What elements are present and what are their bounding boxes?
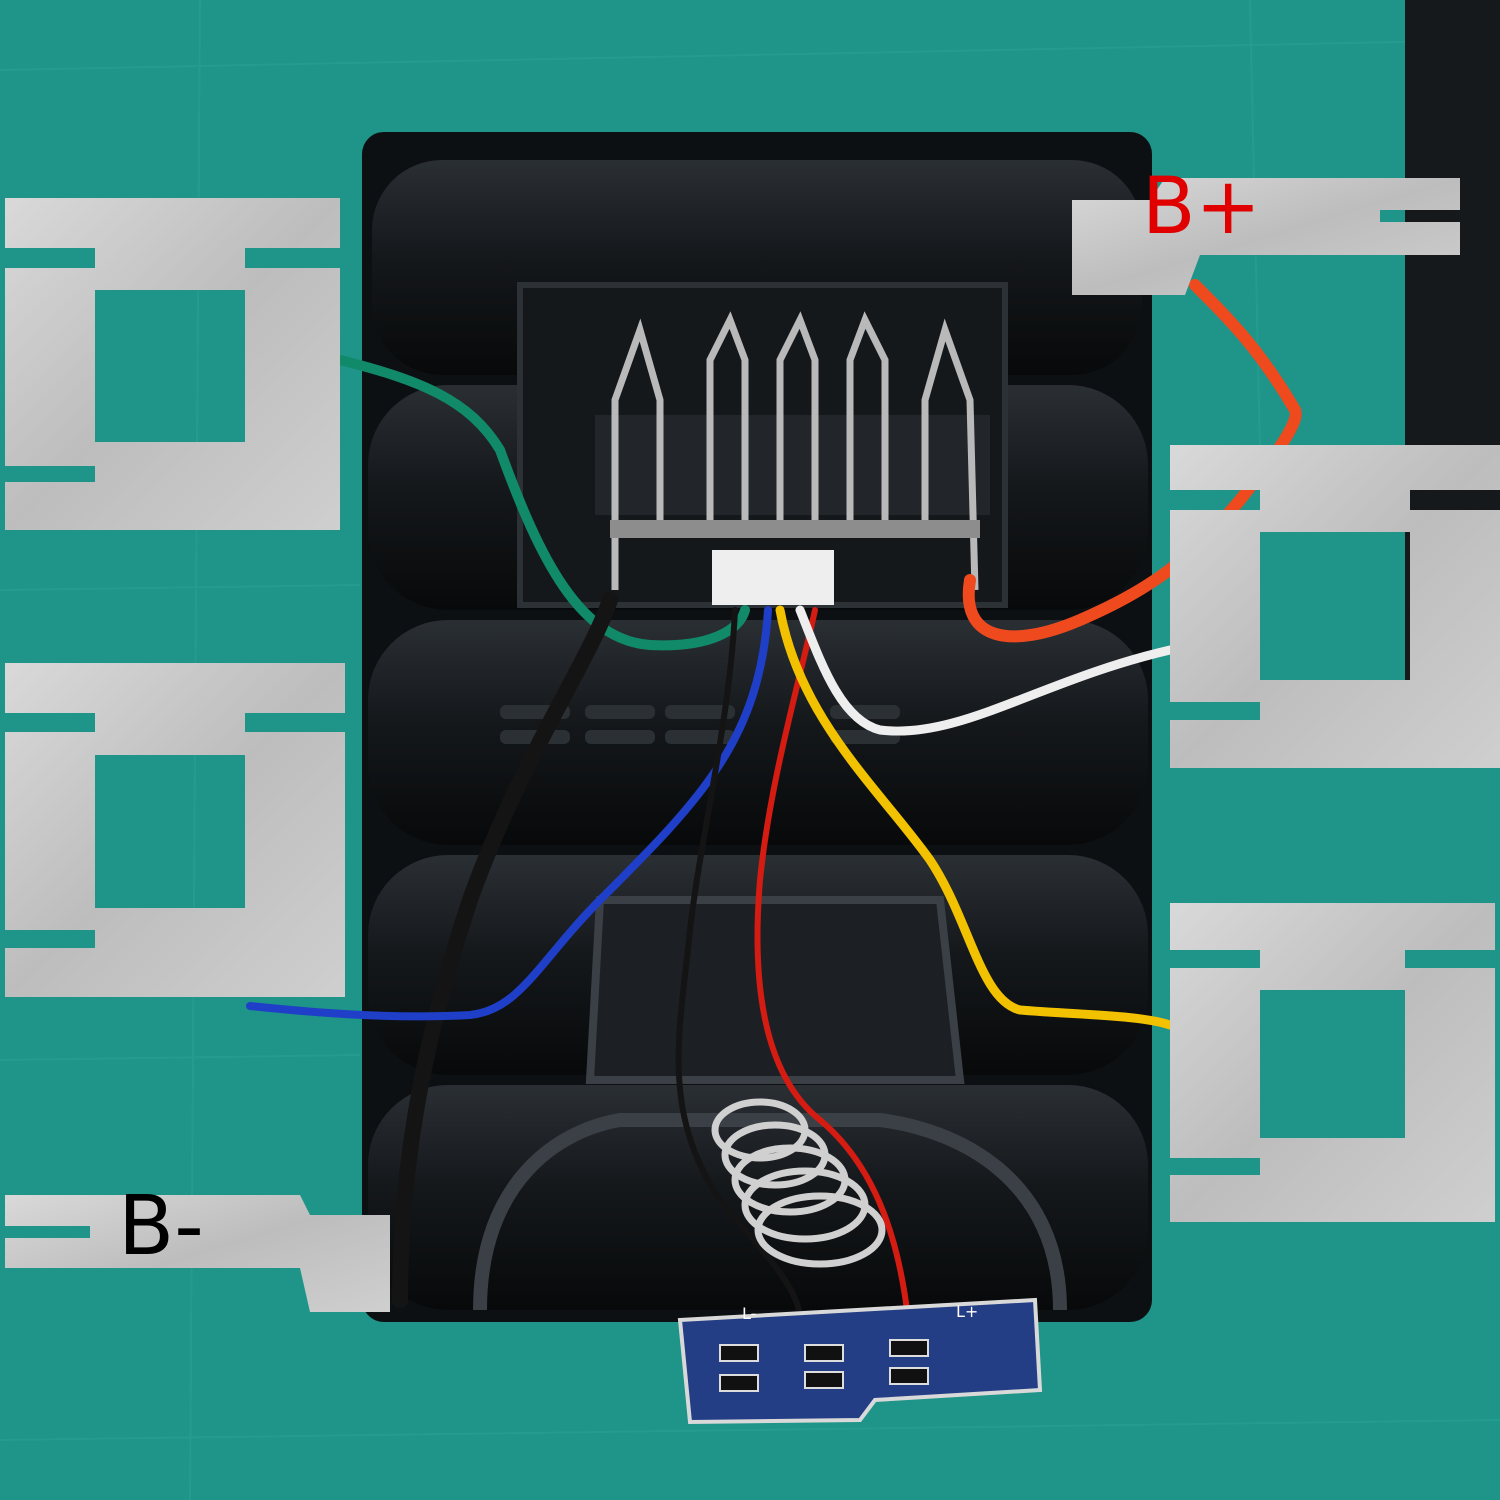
jst-connector [712, 550, 834, 605]
green-wire [335, 355, 750, 651]
red-led-wire [754, 607, 911, 1321]
nickel-strip-mid-left [5, 663, 345, 997]
yellow-wire [775, 605, 1175, 1030]
nickel-strip-top-left [5, 198, 340, 530]
bminus-terminal-strip [5, 1195, 390, 1312]
plastic-holder [473, 1113, 1067, 1311]
battery-cell-3 [368, 620, 1148, 845]
white-wire [795, 605, 1175, 736]
blue-wire [246, 606, 772, 1021]
black-led-wire [675, 607, 803, 1323]
black-wire [392, 592, 618, 1308]
led-pcb [677, 1297, 1043, 1425]
nickel-strip-bottom-right [1170, 903, 1495, 1222]
nickel-strip-mid-right [1170, 445, 1500, 768]
plastic-bracket [585, 896, 965, 1084]
connector-block [517, 282, 1008, 608]
spring [711, 1098, 886, 1268]
bplus-terminal-strip [1072, 178, 1460, 295]
